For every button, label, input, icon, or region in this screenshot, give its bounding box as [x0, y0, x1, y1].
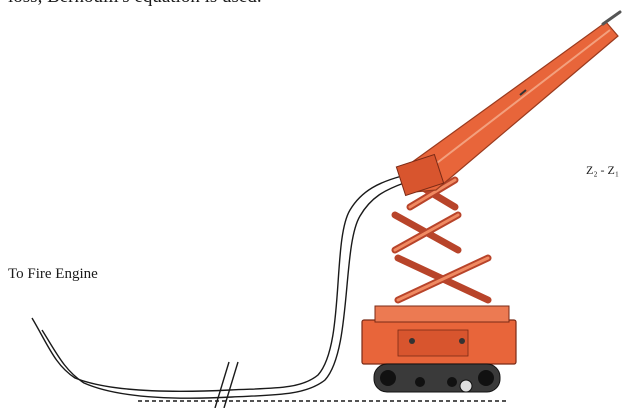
scissor-lift-highlight	[393, 178, 490, 302]
fire-hose	[31, 175, 405, 399]
robot-base	[361, 305, 517, 393]
caption-text: loss, Bernoulli's equation is used.	[8, 0, 262, 8]
fire-engine-label: To Fire Engine	[8, 266, 98, 282]
scissor-lift	[391, 176, 492, 304]
robot-side-panel	[397, 329, 469, 357]
boom-arm	[395, 10, 622, 197]
boom-joint	[395, 153, 445, 197]
hose-break-mark	[214, 361, 239, 408]
nozzle	[601, 10, 622, 26]
height-difference-label: Z₂ - Z₁	[586, 163, 620, 177]
robot-top-plate	[374, 305, 510, 323]
